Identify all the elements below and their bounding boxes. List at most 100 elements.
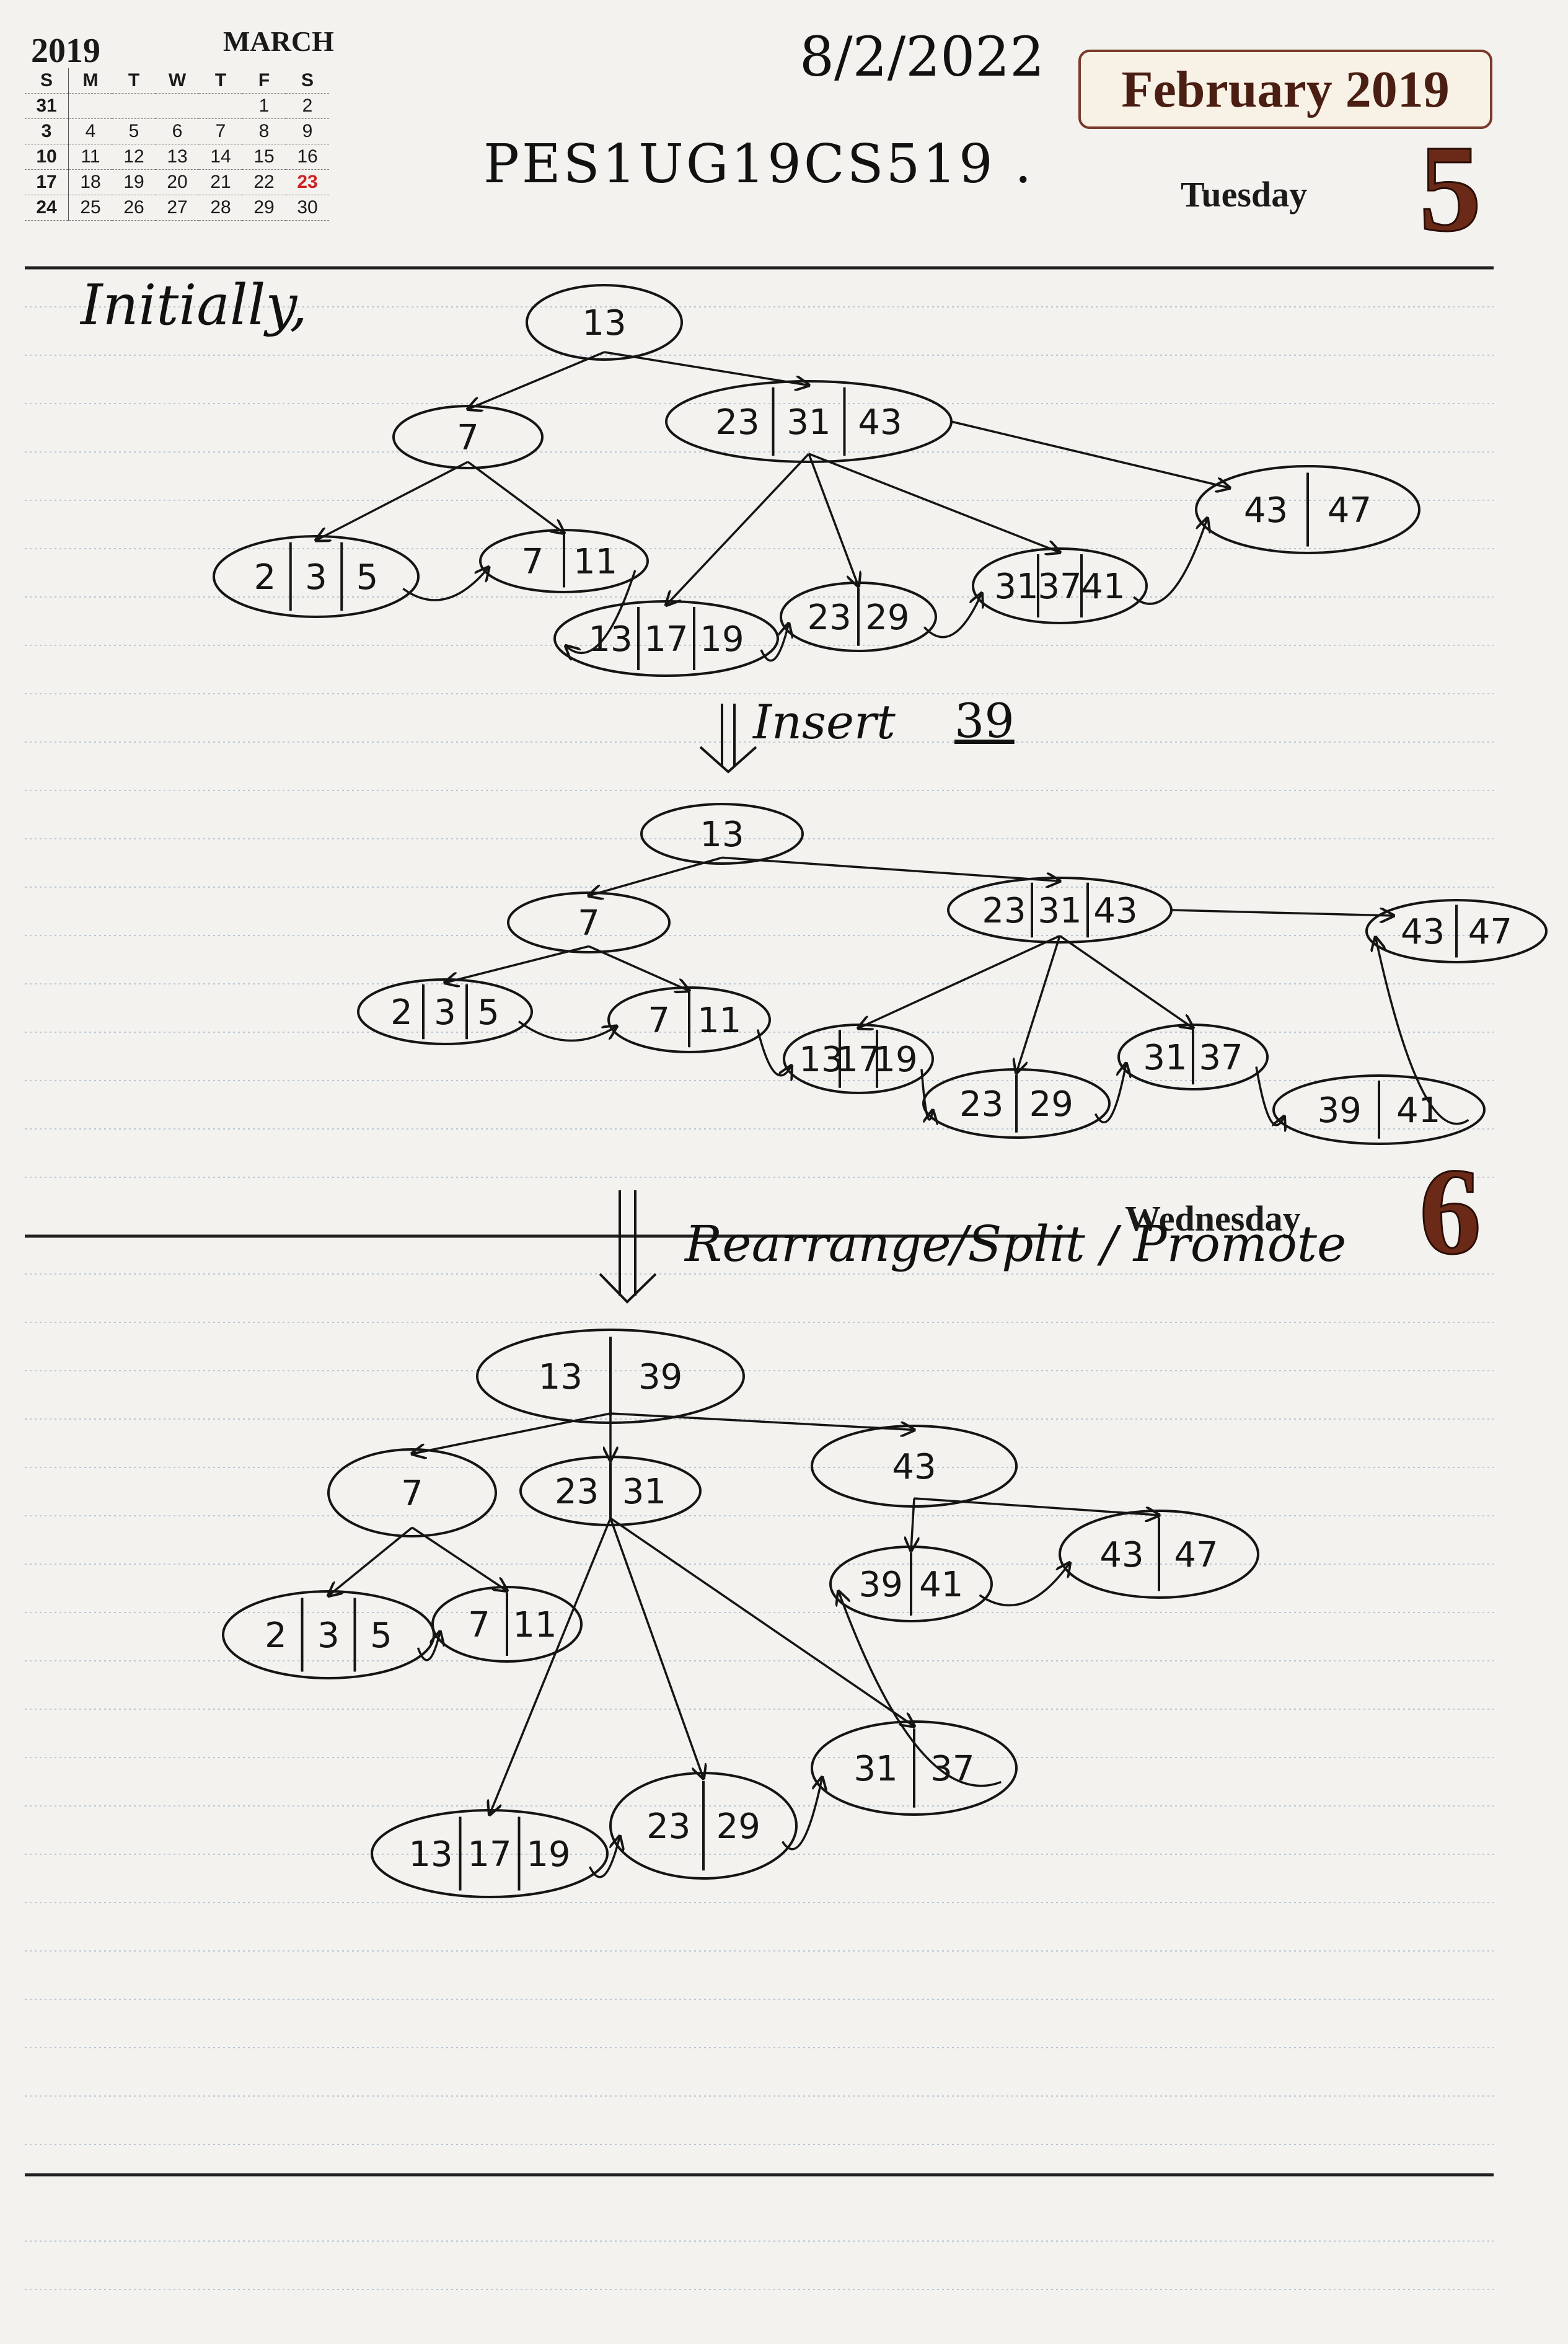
handwritten-srn: PES1UG19CS519 .	[483, 133, 1034, 195]
tree-edge	[666, 453, 810, 605]
node-key: 29	[865, 598, 909, 638]
leaf-sibling-link	[1132, 518, 1207, 605]
node-key: 7	[401, 1474, 423, 1514]
calendar-day: 16	[286, 144, 329, 170]
calendar-day: 7	[199, 118, 242, 144]
leaf-sibling-link	[416, 1632, 441, 1661]
tree-edge	[914, 1497, 1159, 1515]
tree-edge	[589, 856, 723, 895]
tree-edge	[412, 1526, 507, 1591]
calendar-day: 4	[68, 118, 112, 144]
node-key: 29	[1029, 1084, 1073, 1125]
calendar-day: 28	[199, 195, 242, 221]
tree-edge	[858, 935, 1060, 1028]
tree-edge	[468, 351, 605, 409]
node-outline	[829, 1546, 993, 1622]
weekday: M	[68, 68, 112, 94]
node-key: 43	[858, 402, 902, 443]
tree-edge	[808, 453, 1060, 552]
tree-edge	[1059, 935, 1193, 1028]
calendar-month: MARCH	[223, 25, 334, 57]
calendar-day: 6	[156, 118, 199, 144]
tree-edge	[328, 1526, 413, 1596]
node-key: 7	[648, 1001, 670, 1041]
calendar-day: 27	[156, 195, 199, 221]
tree-edge	[609, 1518, 703, 1779]
node-key: 23	[959, 1084, 1003, 1125]
node-outline	[507, 891, 671, 953]
label-insert-value: 39	[954, 693, 1015, 748]
node-key: 31	[1037, 891, 1081, 931]
weekday: T	[112, 68, 156, 94]
tree-node: 23 29	[922, 1068, 1111, 1139]
calendar-day: 12	[112, 144, 156, 170]
calendar-day: 21	[199, 169, 242, 195]
tree-edge	[1016, 935, 1061, 1073]
node-key: 31	[853, 1749, 897, 1789]
tree-edge	[1171, 910, 1394, 916]
calendar-day: 2	[286, 93, 329, 119]
leaf-sibling-link	[566, 570, 636, 653]
tree-edge	[604, 351, 809, 386]
node-key: 17	[644, 619, 688, 660]
leaf-sibling-link	[402, 567, 488, 601]
tree-edge	[588, 945, 689, 991]
node-outline	[327, 1448, 497, 1537]
leaf-sibling-link	[839, 1591, 1002, 1787]
tree-node: 43	[811, 1425, 1018, 1508]
leaf-sibling-link	[1376, 937, 1469, 1125]
tree-edge	[412, 1412, 611, 1454]
tree-node: 7	[392, 405, 544, 469]
node-key: 7	[578, 903, 600, 944]
leaf-sibling-link	[588, 1836, 620, 1878]
node-key: 5	[477, 993, 500, 1033]
tree-node: 43 47	[1195, 465, 1420, 554]
node-key: 43	[892, 1447, 936, 1487]
node-key: 7	[522, 542, 544, 582]
handwritten-date: 8/2/2022	[799, 25, 1045, 89]
node-outline	[553, 600, 779, 677]
leaf-sibling-link	[923, 593, 982, 639]
node-outline	[609, 1772, 798, 1880]
weekday: S	[25, 68, 69, 94]
calendar-day: 17	[25, 169, 69, 195]
node-outline	[780, 582, 937, 652]
leaf-sibling-link	[1255, 1066, 1284, 1125]
node-key: 31	[786, 402, 830, 443]
node-outline	[1059, 1510, 1259, 1599]
transition-arrow-2	[599, 1190, 657, 1304]
calendar-day: 30	[286, 195, 329, 221]
node-key: 31	[622, 1472, 666, 1512]
month-banner: February 2019	[1078, 50, 1492, 129]
weekday: S	[286, 68, 329, 94]
calendar-day	[68, 93, 112, 119]
label-initially: Initially,	[81, 273, 307, 338]
node-key: 43	[1244, 490, 1288, 531]
leaf-sibling-link	[1094, 1063, 1127, 1123]
leaf-sibling-link	[782, 1777, 822, 1851]
node-outline	[783, 1024, 934, 1094]
tree-node: 13	[526, 284, 683, 361]
node-outline	[1195, 465, 1420, 554]
weekday: T	[199, 68, 242, 94]
node-key: 47	[1328, 490, 1372, 531]
node-key: 39	[859, 1565, 903, 1605]
calendar-day	[112, 93, 156, 119]
node-key: 7	[457, 418, 479, 458]
node-key: 13	[582, 303, 626, 343]
node-key: 43	[1401, 912, 1445, 952]
weekday: F	[242, 68, 286, 94]
